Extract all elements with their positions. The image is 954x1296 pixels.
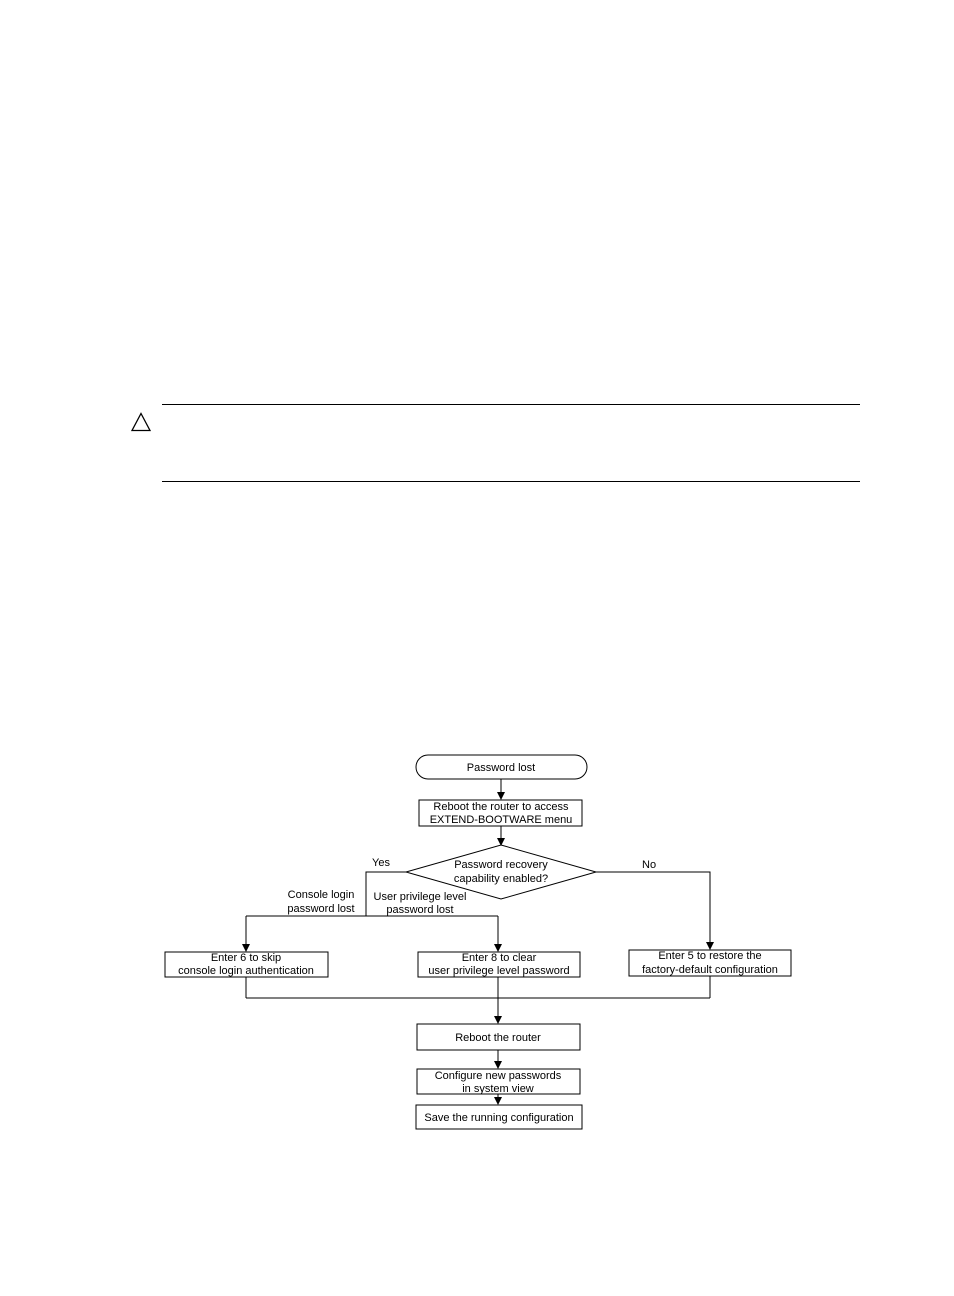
- branch-console-line-1: Console login: [288, 889, 355, 901]
- yes-label: Yes: [372, 857, 390, 869]
- reboot-access-line-2: EXTEND-BOOTWARE menu: [430, 814, 573, 826]
- branch-user-line-2: password lost: [386, 904, 453, 916]
- option-skip-node: Enter 6 to skip console login authentica…: [164, 951, 329, 978]
- option-clear-line-1: Enter 8 to clear: [462, 952, 537, 964]
- configure-line-2: in system view: [462, 1083, 534, 1095]
- save-label: Save the running configuration: [424, 1112, 573, 1124]
- option-restore-line-1: Enter 5 to restore the: [658, 950, 761, 962]
- caution-bottom-rule: [162, 481, 860, 482]
- caution-triangle-icon: [131, 412, 151, 432]
- reboot-router-node: Reboot the router: [416, 1023, 581, 1051]
- decision-line-2: capability enabled?: [454, 873, 548, 885]
- option-restore-node: Enter 5 to restore the factory-default c…: [628, 949, 792, 977]
- reboot-access-node: Reboot the router to access EXTEND-BOOTW…: [418, 799, 583, 827]
- save-node: Save the running configuration: [415, 1104, 583, 1130]
- option-skip-line-1: Enter 6 to skip: [211, 952, 281, 964]
- start-node: Password lost: [415, 754, 588, 780]
- no-label: No: [642, 859, 656, 871]
- branch-user-line-1: User privilege level: [374, 891, 467, 903]
- branch-console-line-2: password lost: [287, 903, 354, 915]
- decision-line-1: Password recovery: [454, 859, 548, 871]
- configure-line-1: Configure new passwords: [435, 1070, 562, 1082]
- option-restore-line-2: factory-default configuration: [642, 964, 778, 976]
- start-label: Password lost: [467, 762, 535, 774]
- caution-top-rule: [162, 404, 860, 405]
- option-clear-node: Enter 8 to clear user privilege level pa…: [417, 951, 581, 978]
- configure-node: Configure new passwords in system view: [416, 1068, 581, 1095]
- option-clear-line-2: user privilege level password: [428, 965, 569, 977]
- option-skip-line-2: console login authentication: [178, 965, 314, 977]
- decision-node: Password recovery capability enabled?: [404, 844, 598, 900]
- reboot-access-line-1: Reboot the router to access: [433, 801, 569, 813]
- reboot-router-label: Reboot the router: [455, 1032, 541, 1044]
